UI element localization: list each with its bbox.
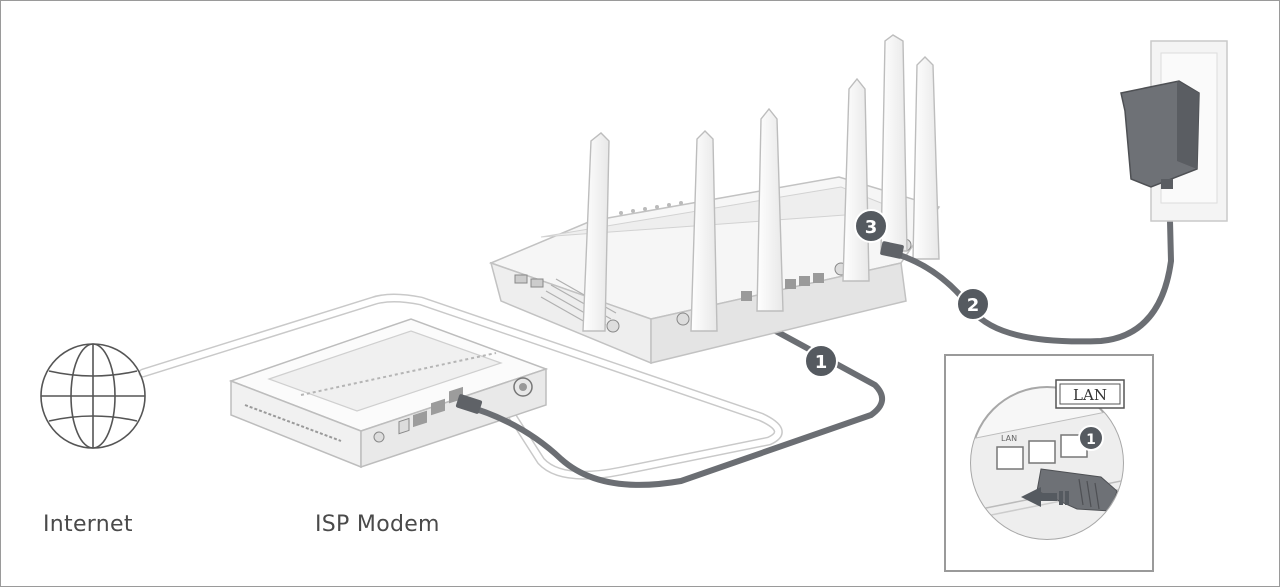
internet-caption: Internet [43, 512, 133, 537]
step-badge-1: 1 [804, 344, 838, 378]
step-badge-3: 3 [854, 209, 888, 243]
lan-port-inset: LAN 1 LAN [944, 354, 1154, 572]
isp-modem-caption: ISP Modem [315, 512, 440, 537]
isp-modem-device [228, 318, 549, 469]
lan-port-print: LAN [1001, 434, 1017, 443]
power-cable [890, 178, 1174, 345]
lan-tag: LAN [1055, 379, 1125, 409]
step-badge-2-number: 2 [967, 295, 980, 316]
power-adapter-icon [1120, 80, 1200, 189]
arrow-right-icon [1021, 487, 1069, 507]
ethernet-cable-1 [460, 320, 885, 488]
inset-step-badge-1-number: 1 [1086, 432, 1096, 448]
step-badge-3-number: 3 [865, 217, 878, 238]
step-badge-2: 2 [956, 287, 990, 321]
lan-tag-text: LAN [1073, 386, 1107, 404]
globe-icon [40, 343, 146, 449]
inset-step-badge-1: 1 [1078, 425, 1104, 451]
step-badge-1-number: 1 [815, 352, 828, 373]
